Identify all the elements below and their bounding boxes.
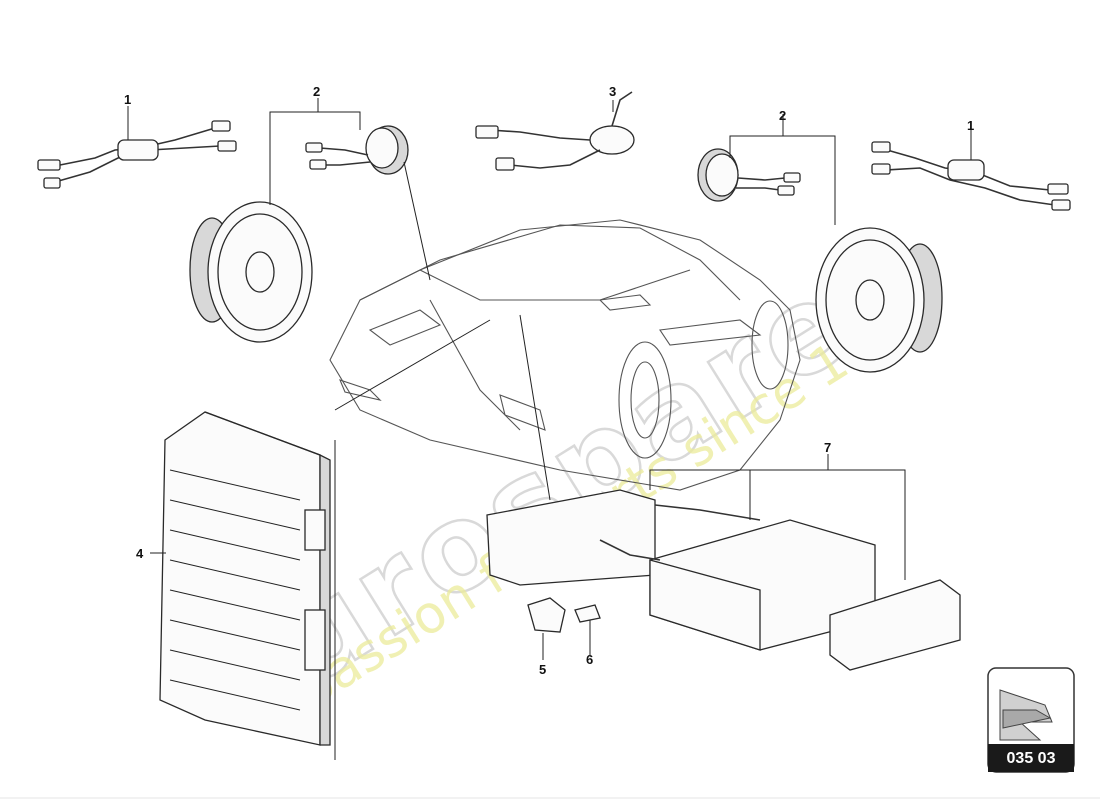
part-2-speakers-left	[189, 125, 409, 343]
callout-6: 6	[586, 652, 593, 667]
part-1-harness-right	[871, 141, 1071, 211]
part-7-radio-unit	[486, 489, 961, 671]
callout-2-left: 2	[313, 84, 320, 99]
part-6-clip	[574, 604, 601, 623]
arrow-icon	[999, 689, 1053, 741]
callouts: 1 2 3 2 1 4 5 6 7	[124, 84, 974, 677]
car-outline	[329, 219, 801, 491]
part-5-connector	[527, 597, 566, 633]
callout-1-left: 1	[124, 92, 131, 107]
reference-code: 035 03	[1007, 750, 1056, 767]
callout-2-right: 2	[779, 108, 786, 123]
part-3-antenna-module	[475, 91, 635, 171]
callout-5: 5	[539, 662, 546, 677]
part-1-harness-left	[37, 120, 237, 189]
callout-7: 7	[824, 440, 831, 455]
leader-lines	[127, 98, 972, 760]
part-4-amplifier	[159, 411, 331, 746]
callout-3: 3	[609, 84, 616, 99]
callout-1-right: 1	[967, 118, 974, 133]
reference-box: 035 03	[987, 667, 1075, 773]
part-2-speakers-right	[697, 148, 943, 373]
callout-4: 4	[136, 546, 144, 561]
